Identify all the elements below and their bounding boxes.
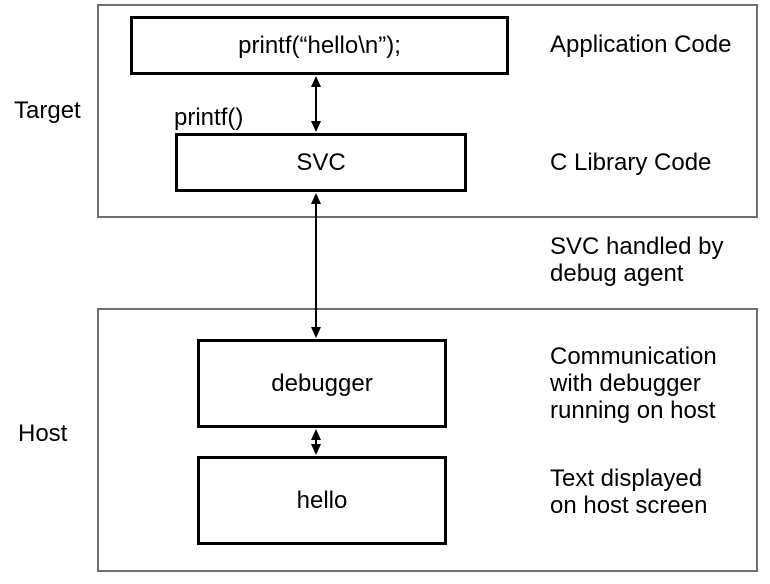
svc-handled-note: SVC handled by debug agent — [550, 233, 724, 287]
application-code-text: printf(“hello\n”); — [238, 32, 401, 59]
host-group-box — [97, 308, 758, 572]
communication-note: Communication with debugger running on h… — [550, 343, 717, 424]
text-displayed-note: Text displayed on host screen — [550, 465, 708, 519]
printf-caption: printf() — [174, 104, 244, 131]
double-arrow-icon — [311, 193, 321, 338]
svc-box: SVC — [175, 133, 467, 192]
target-label: Target — [14, 97, 81, 124]
target-group-box — [97, 4, 758, 218]
debugger-text: debugger — [271, 370, 373, 397]
hello-text: hello — [296, 487, 348, 514]
debugger-box: debugger — [197, 339, 447, 428]
double-arrow-icon — [311, 76, 321, 132]
application-code-box: printf(“hello\n”); — [130, 16, 509, 75]
host-label: Host — [18, 420, 68, 447]
hello-box: hello — [197, 456, 447, 545]
double-arrow-icon — [311, 429, 321, 455]
application-code-note: Application Code — [550, 31, 732, 58]
svc-text: SVC — [296, 149, 346, 176]
c-library-code-note: C Library Code — [550, 149, 712, 176]
